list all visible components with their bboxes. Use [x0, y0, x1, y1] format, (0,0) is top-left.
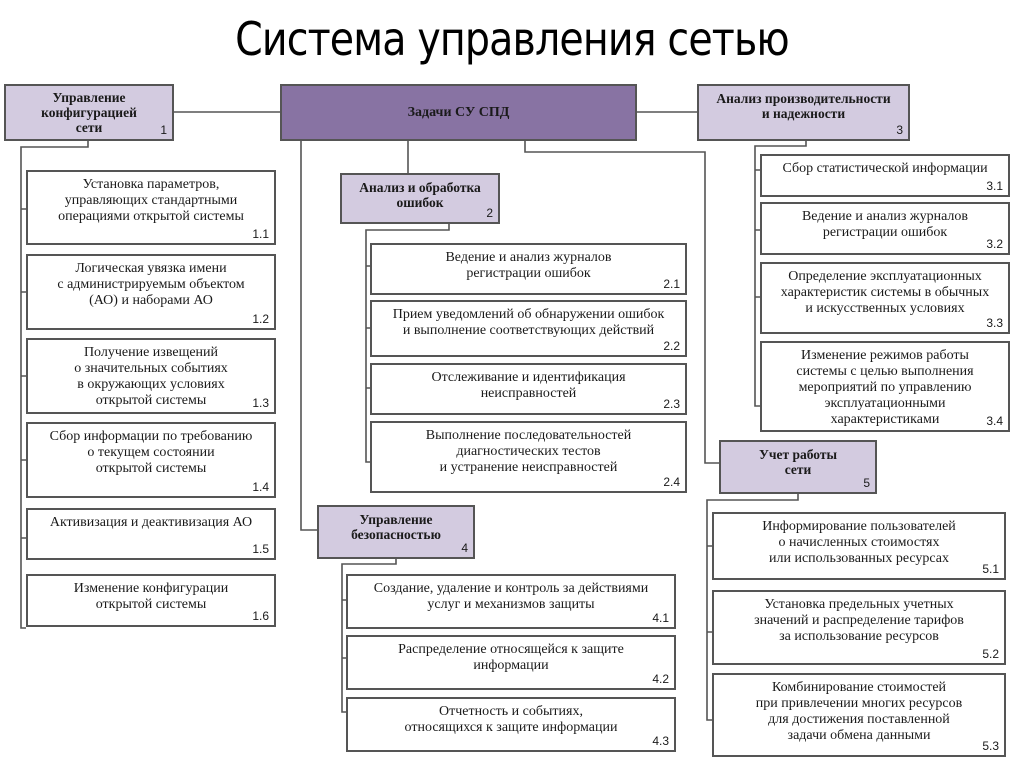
item-1-5: Активизация и деактивизация АО 1.5 [26, 508, 276, 560]
item-label: Сбор информации по требованию о текущем … [49, 429, 253, 476]
item-number: 5.3 [982, 739, 999, 753]
connector-root-cat4 [300, 140, 318, 531]
item-2-1: Ведение и анализ журналов регистрации ош… [370, 243, 687, 295]
item-label: Отслеживание и идентификация неисправнос… [431, 370, 626, 401]
item-number: 2.2 [663, 339, 680, 353]
item-4-2: Распределение относящейся к защите инфор… [346, 635, 676, 690]
item-number: 1.1 [252, 227, 269, 241]
item-2-3: Отслеживание и идентификация неисправнос… [370, 363, 687, 415]
item-label: Изменение режимов работы системы с целью… [796, 348, 974, 427]
category-label: Учет работы сети [758, 447, 838, 477]
item-label: Логическая увязка имени с администрируем… [57, 261, 245, 308]
category-label: Анализ производительности и надежности [716, 91, 891, 121]
item-5-2: Установка предельных учетных значений и … [712, 590, 1006, 665]
category-number: 1 [160, 123, 167, 137]
item-number: 5.2 [982, 647, 999, 661]
item-3-1: Сбор статистической информации 3.1 [760, 154, 1010, 197]
item-number: 2.4 [663, 475, 680, 489]
category-3-performance-analysis: Анализ производительности и надежности 3 [697, 84, 910, 141]
item-1-2: Логическая увязка имени с администрируем… [26, 254, 276, 330]
item-label: Установка предельных учетных значений и … [754, 597, 964, 644]
category-5-accounting: Учет работы сети 5 [719, 440, 877, 494]
item-number: 4.3 [652, 734, 669, 748]
item-label: Получение извещений о значительных событ… [74, 345, 228, 408]
category-number: 5 [863, 476, 870, 490]
item-label: Распределение относящейся к защите инфор… [398, 642, 624, 673]
item-number: 1.2 [252, 312, 269, 326]
item-label: Выполнение последовательностей диагности… [425, 428, 632, 475]
page-title: Система управления сетью [235, 12, 790, 66]
item-1-4: Сбор информации по требованию о текущем … [26, 422, 276, 498]
item-label: Отчетность и событиях, относящихся к защ… [404, 704, 618, 735]
item-number: 1.3 [252, 396, 269, 410]
item-5-1: Информирование пользователей о начисленн… [712, 512, 1006, 580]
item-number: 4.1 [652, 611, 669, 625]
category-4-security-management: Управление безопасностью 4 [317, 505, 475, 559]
item-number: 5.1 [982, 562, 999, 576]
item-5-3: Комбинирование стоимостей при привлечени… [712, 673, 1006, 757]
category-number: 3 [896, 123, 903, 137]
category-label: Анализ и обработка ошибок [359, 180, 481, 210]
item-label: Установка параметров, управляющих станда… [58, 177, 244, 224]
item-number: 1.4 [252, 480, 269, 494]
item-number: 3.2 [986, 237, 1003, 251]
item-4-3: Отчетность и событиях, относящихся к защ… [346, 697, 676, 752]
item-number: 3.4 [986, 414, 1003, 428]
category-2-error-analysis: Анализ и обработка ошибок 2 [340, 173, 500, 224]
item-4-1: Создание, удаление и контроль за действи… [346, 574, 676, 629]
item-label: Прием уведомлений об обнаружении ошибок … [392, 307, 665, 338]
category-label: Управление конфигурацией сети [41, 90, 137, 135]
root-node-label: Задачи СУ СПД [407, 104, 510, 120]
item-label: Информирование пользователей о начисленн… [762, 519, 956, 566]
item-2-4: Выполнение последовательностей диагности… [370, 421, 687, 493]
item-1-6: Изменение конфигурации открытой системы … [26, 574, 276, 627]
item-3-2: Ведение и анализ журналов регистрации ош… [760, 202, 1010, 255]
category-number: 2 [486, 206, 493, 220]
item-1-1: Установка параметров, управляющих станда… [26, 170, 276, 245]
item-3-3: Определение эксплуатационных характерист… [760, 262, 1010, 334]
item-number: 2.1 [663, 277, 680, 291]
item-label: Комбинирование стоимостей при привлечени… [755, 680, 963, 743]
item-1-3: Получение извещений о значительных событ… [26, 338, 276, 414]
item-label: Ведение и анализ журналов регистрации ош… [801, 209, 969, 240]
item-label: Активизация и деактивизация АО [49, 515, 253, 530]
item-label: Определение эксплуатационных характерист… [780, 269, 990, 316]
item-3-4: Изменение режимов работы системы с целью… [760, 341, 1010, 432]
item-number: 1.5 [252, 542, 269, 556]
item-label: Сбор статистической информации [782, 161, 988, 176]
category-label: Управление безопасностью [351, 512, 441, 542]
item-2-2: Прием уведомлений об обнаружении ошибок … [370, 300, 687, 357]
item-number: 3.1 [986, 179, 1003, 193]
item-number: 2.3 [663, 397, 680, 411]
item-label: Ведение и анализ журналов регистрации ош… [445, 250, 612, 281]
item-number: 4.2 [652, 672, 669, 686]
item-label: Создание, удаление и контроль за действи… [373, 581, 649, 612]
category-number: 4 [461, 541, 468, 555]
root-node: Задачи СУ СПД [280, 84, 637, 141]
category-1-config-management: Управление конфигурацией сети 1 [4, 84, 174, 141]
item-label: Изменение конфигурации открытой системы [73, 581, 229, 612]
item-number: 3.3 [986, 316, 1003, 330]
item-number: 1.6 [252, 609, 269, 623]
